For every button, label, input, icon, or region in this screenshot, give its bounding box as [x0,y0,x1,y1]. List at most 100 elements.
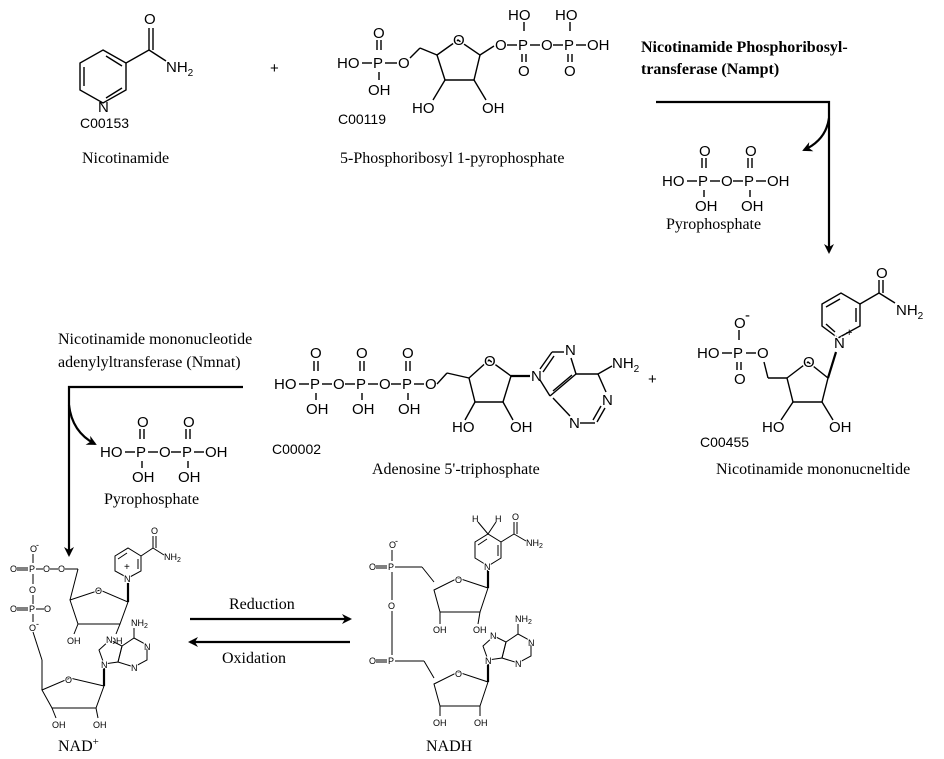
svg-text:O: O [734,315,746,332]
atp-structure: HO P O OH O P O OH O P O OH O O HO OH [274,342,640,436]
svg-text:OH: OH [587,37,610,54]
svg-text:O: O [30,544,37,554]
compound-name-prpp: 5-Phosphoribosyl 1-pyrophosphate [340,150,564,167]
svg-text:HO: HO [762,419,785,436]
svg-text:N: N [144,642,151,652]
enzyme-nampt-line1: Nicotinamide Phosphoribosyl- [641,39,848,56]
svg-text:O: O [541,37,553,54]
redox-arrows [188,614,352,647]
svg-text:N: N [569,415,580,432]
svg-text:O: O [398,55,410,72]
pyrophosphate-mid-structure: HO P O OH O P O OH OH [100,414,228,486]
svg-text:HO: HO [508,7,531,24]
svg-text:P: P [29,564,35,574]
enzyme-nmnat-line2: adenylyltransferase (Nmnat) [58,354,241,371]
svg-text:O: O [453,32,465,49]
svg-text:O: O [699,143,711,160]
atom-nh2: NH2 [612,355,640,375]
compound-name-nadh: NADH [426,738,473,755]
svg-text:OH: OH [132,469,155,486]
svg-text:+: + [846,327,852,339]
svg-text:P: P [388,656,394,666]
svg-text:P: P [698,173,708,190]
svg-text:OH: OH [829,419,852,436]
svg-text:OH: OH [398,401,421,418]
svg-text:P: P [373,55,383,72]
svg-text:O: O [369,562,376,572]
svg-text:P: P [136,444,146,461]
svg-text:O: O [43,564,50,574]
enzyme-nampt-line2: transferase (Nampt) [641,61,779,78]
svg-text:OH: OH [433,625,447,635]
svg-text:H: H [472,514,479,524]
svg-text:HO: HO [662,173,685,190]
svg-text:O: O [876,265,888,282]
svg-text:HO: HO [100,444,123,461]
svg-text:O: O [721,173,733,190]
svg-text:O: O [356,345,368,362]
svg-text:N: N [602,392,613,409]
svg-text:O: O [151,526,158,536]
svg-text:P: P [744,173,754,190]
svg-text:O: O [389,540,396,550]
svg-text:OH: OH [368,82,391,99]
svg-text:N: N [528,638,535,648]
svg-text:OH: OH [473,625,487,635]
svg-text:-: - [36,540,39,550]
label-reduction: Reduction [229,596,295,613]
svg-text:OH: OH [93,720,107,730]
svg-text:P: P [356,376,366,393]
svg-text:OH: OH [109,636,123,646]
svg-text:O: O [10,604,17,614]
atom-n: N [98,99,109,116]
nadh-structure: O - P O O P O O OH OH N H H [369,512,543,728]
svg-text:HO: HO [452,419,475,436]
plus-sign-2: + [648,371,657,388]
nmn-structure: HO P O - O O O HO OH N + O NH2 [697,265,924,436]
svg-text:N: N [531,368,542,385]
svg-text:P: P [733,345,743,362]
svg-text:HO: HO [337,55,360,72]
compound-id-c00119: C00119 [338,111,386,127]
svg-text:O: O [379,376,391,393]
svg-text:N: N [515,659,522,669]
svg-text:O: O [518,63,530,80]
svg-text:+: + [124,562,130,573]
svg-text:O: O [455,669,462,679]
nampt-reaction-arrow [656,100,834,254]
svg-text:N: N [485,656,492,666]
svg-text:O: O [183,414,195,431]
svg-text:O: O [402,345,414,362]
svg-text:O: O [159,444,171,461]
svg-text:O: O [95,586,102,596]
nicotinamide-structure: O NH2 N [79,11,194,116]
svg-text:OH: OH [352,401,375,418]
compound-name-atp: Adenosine 5'-triphosphate [372,461,540,478]
svg-text:P: P [310,376,320,393]
svg-text:O: O [10,564,17,574]
svg-text:P: P [402,376,412,393]
svg-text:O: O [333,376,345,393]
label-oxidation: Oxidation [222,650,286,667]
nmnat-reaction-arrow [64,385,243,557]
compound-id-c00153: C00153 [80,115,129,131]
atom-nh2: NH2 [166,59,194,79]
svg-text:O: O [564,63,576,80]
svg-text:O: O [369,656,376,666]
svg-text:O: O [388,601,395,611]
svg-text:OH: OH [52,720,66,730]
svg-text:O: O [495,37,507,54]
svg-text:O: O [745,143,757,160]
atom-nh2: NH2 [896,302,924,322]
svg-text:OH: OH [741,198,764,215]
compound-name-pyrophosphate-top: Pyrophosphate [666,216,761,233]
svg-text:O: O [803,354,815,371]
nad-structure: O - P O O O O P O O O - O OH OH [10,526,181,730]
svg-text:O: O [512,512,519,522]
svg-text:OH: OH [510,419,533,436]
svg-text:N: N [131,663,138,673]
svg-text:N: N [124,574,131,584]
svg-text:O: O [58,564,65,574]
atom-nh2: NH2 [131,618,148,630]
